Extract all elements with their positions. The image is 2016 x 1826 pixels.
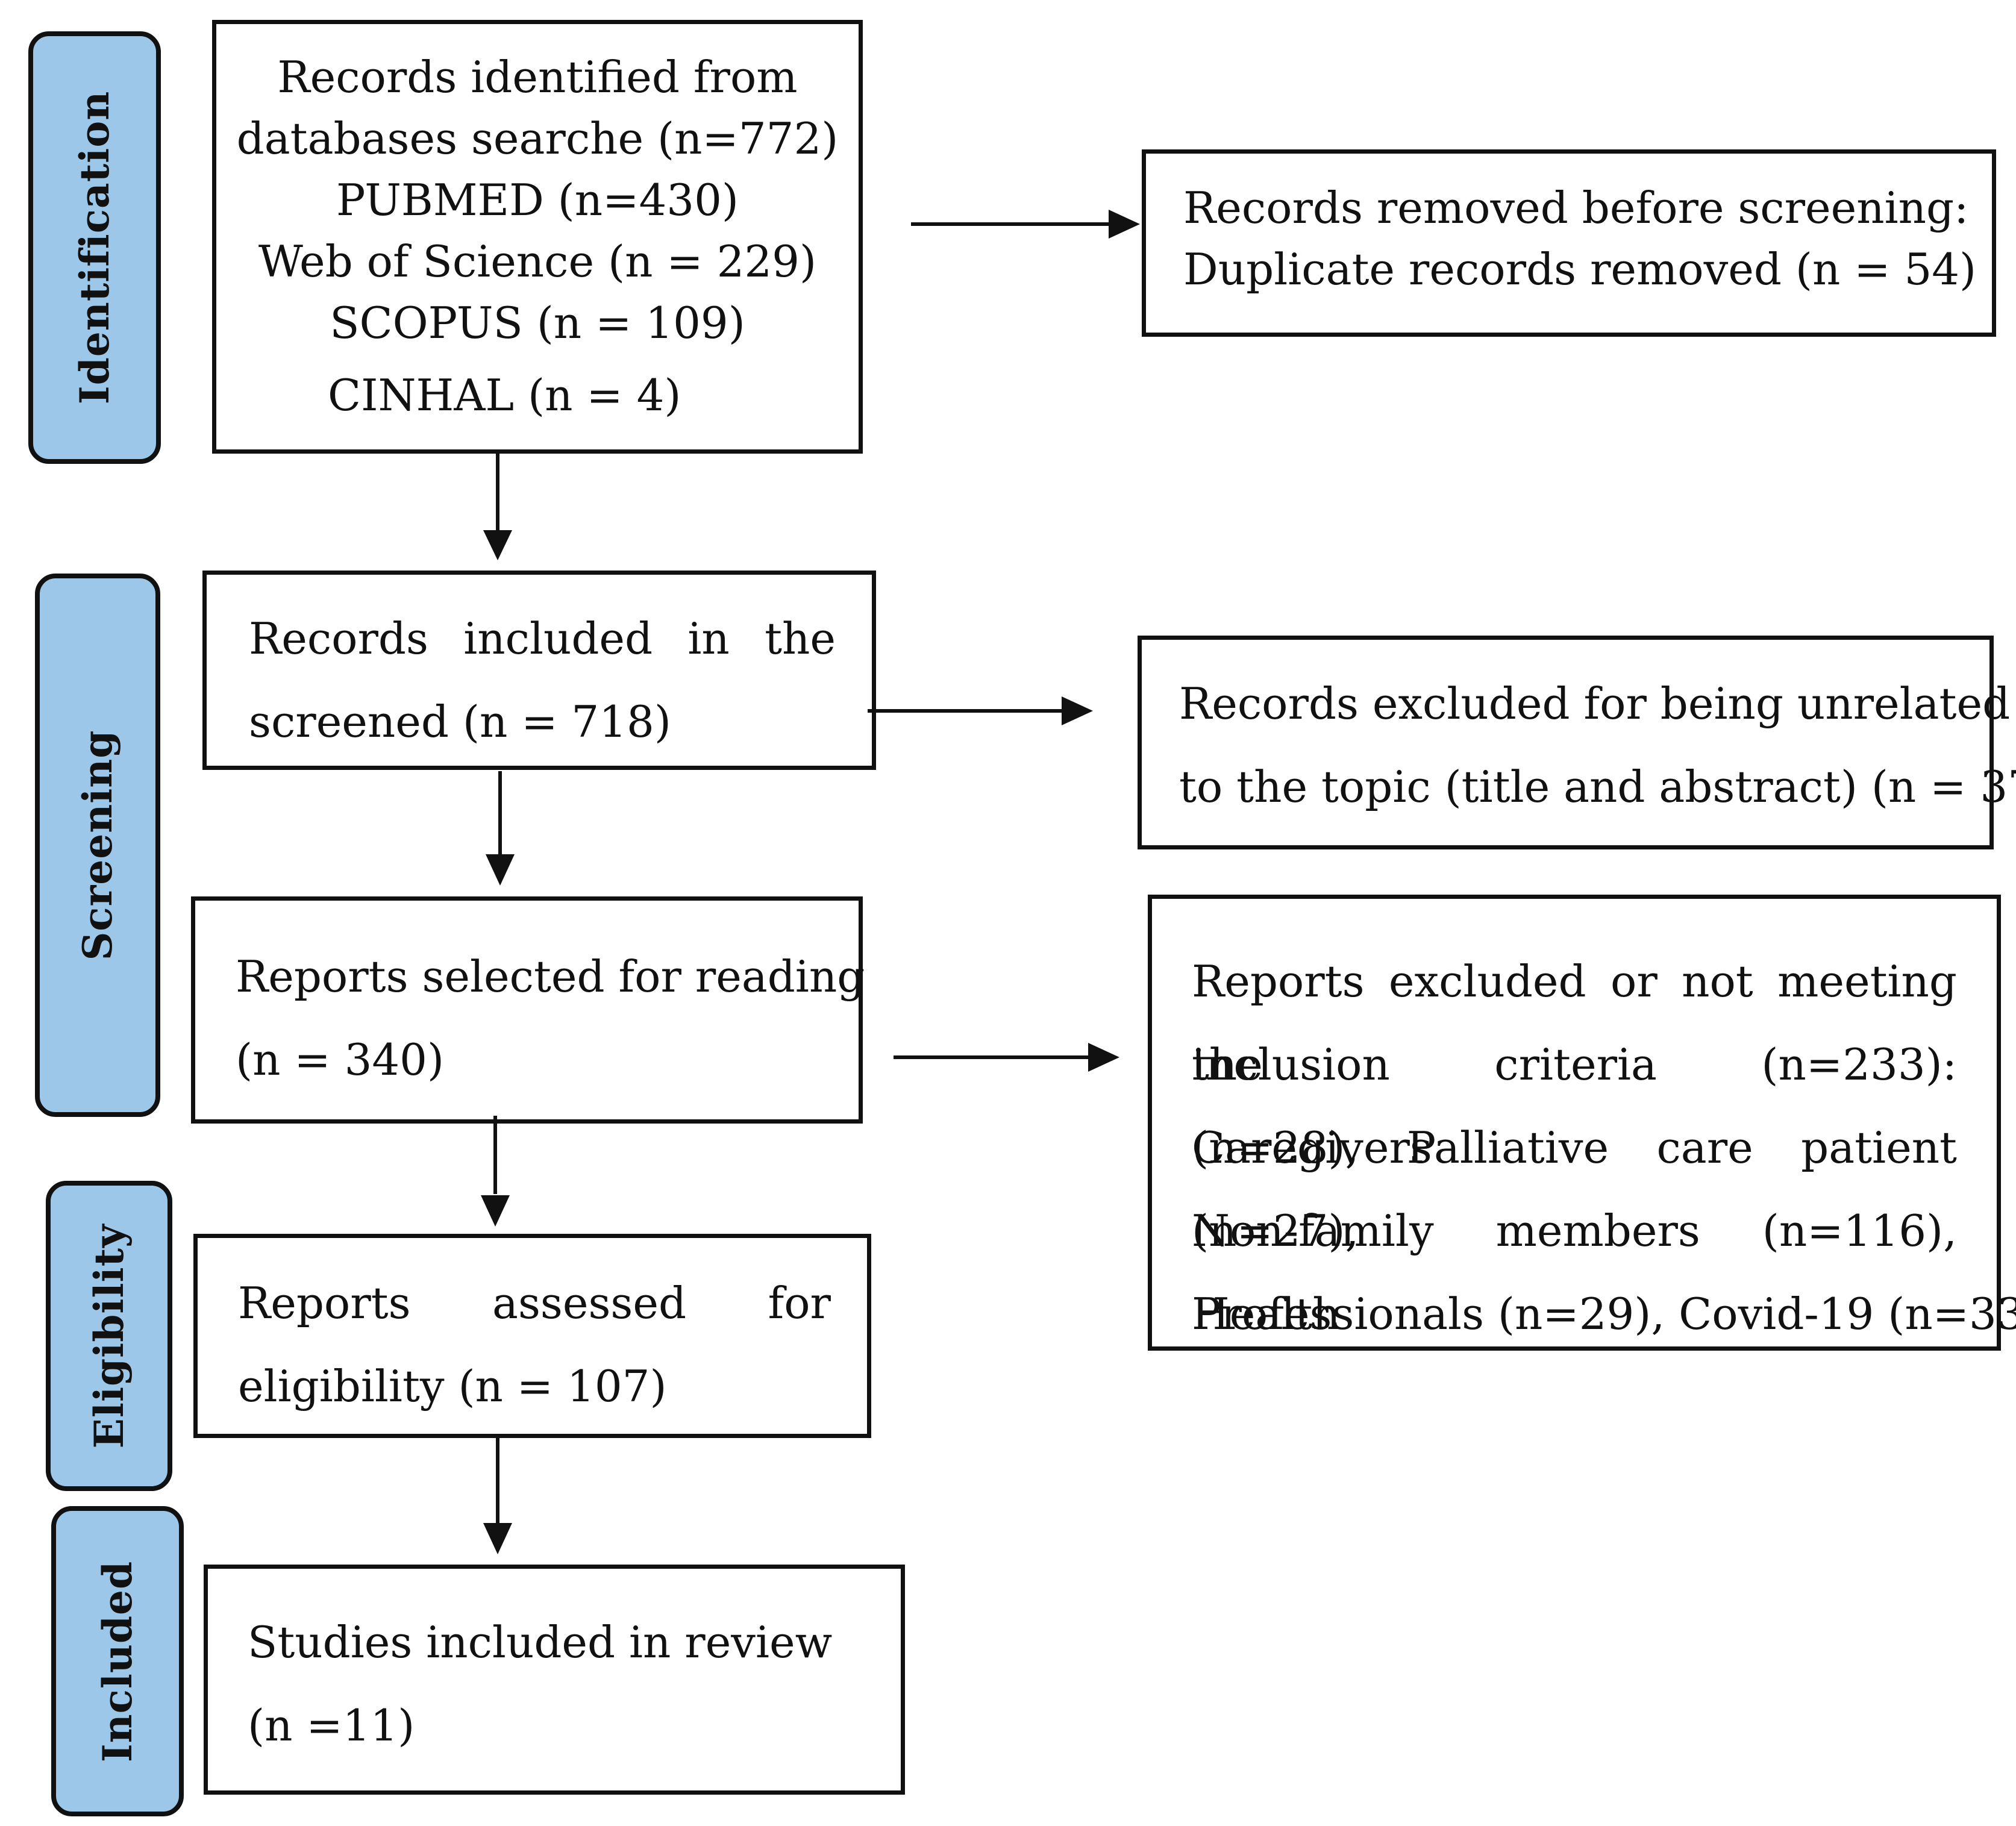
- excluded-criteria-line: (n=28), Palliative care patient (n=27),: [1192, 1122, 1957, 1256]
- removed-line: Records removed before screening:: [1183, 183, 1969, 233]
- excluded-unrelated-line: Records excluded for being unrelated: [1179, 678, 2011, 729]
- records-excluded-unrelated-box: Records excluded for being unrelated to …: [1138, 636, 2016, 849]
- identified-line: Web of Science (n = 229): [258, 236, 817, 287]
- stage-eligibility-tab: Eligibility: [46, 1181, 172, 1491]
- reports-selected-box: Reports selected for reading (n = 340): [191, 896, 865, 1124]
- selected-line: (n = 340): [236, 1034, 445, 1085]
- stage-screening-tab: Screening: [35, 574, 160, 1117]
- removed-line: Duplicate records removed (n = 54): [1183, 244, 1977, 295]
- identified-line: CINHAL (n = 4): [328, 370, 681, 421]
- eligibility-second-line: eligibility (n = 107): [238, 1361, 667, 1412]
- arrowhead-right-icon: [1088, 1043, 1119, 1072]
- screened-word: Records: [249, 613, 428, 664]
- screened-second-line: screened (n = 718): [249, 696, 671, 747]
- screened-word: in: [687, 613, 730, 664]
- screened-word: included: [463, 613, 653, 664]
- identified-line: Records identified from: [277, 52, 798, 102]
- eligibility-word: Reports: [238, 1278, 411, 1328]
- arrowhead-right-icon: [1109, 210, 1140, 239]
- excluded-criteria-line: inclusion criteria (n=233): Caregivers: [1192, 1039, 1957, 1173]
- included-line: (n =11): [248, 1700, 415, 1751]
- records-removed-box: Records removed before screening: Duplic…: [1142, 149, 1996, 337]
- included-line: Studies included in review: [248, 1617, 833, 1668]
- reports-excluded-criteria-box: Reports excluded or not meeting the incl…: [1148, 895, 2016, 1351]
- stage-included-tab: Included: [51, 1506, 184, 1816]
- records-screened-box: Records included in the screened (n = 71…: [202, 571, 876, 770]
- reports-eligibility-box: Reports assessed for eligibility (n = 10…: [193, 1234, 871, 1438]
- excluded-unrelated-line: to the topic (title and abstract) (n = 3…: [1179, 761, 2016, 812]
- studies-included-box: Studies included in review (n =11): [204, 1565, 905, 1795]
- arrowhead-right-icon: [1062, 696, 1093, 725]
- excluded-criteria-line: Non-family members (n=116), Health: [1192, 1205, 1957, 1339]
- arrowhead-down-icon: [486, 854, 515, 886]
- screened-first-line: Records included in the: [249, 617, 836, 660]
- screened-word: the: [765, 613, 836, 664]
- stage-included-label: Included: [94, 1560, 141, 1762]
- records-identified-box: Records identified from databases search…: [212, 20, 863, 454]
- arrowhead-down-icon: [481, 1195, 510, 1227]
- stage-eligibility-label: Eligibility: [86, 1224, 133, 1448]
- stage-identification-label: Identification: [71, 90, 118, 405]
- arrowhead-down-icon: [483, 1523, 512, 1554]
- stage-identification-tab: Identification: [28, 31, 161, 464]
- eligibility-word: assessed: [492, 1278, 687, 1328]
- identified-line: databases searche (n=772): [236, 113, 839, 164]
- stage-screening-label: Screening: [74, 730, 121, 961]
- identified-line: PUBMED (n=430): [336, 175, 739, 225]
- excluded-criteria-text: Reports excluded or not meeting the incl…: [1192, 940, 2016, 1355]
- eligibility-word: for: [768, 1278, 831, 1328]
- excluded-criteria-line: Professionals (n=29), Covid-19 (n=33).: [1192, 1289, 2016, 1339]
- eligibility-first-line: Reports assessed for: [238, 1281, 831, 1325]
- identified-line: SCOPUS (n = 109): [330, 298, 745, 348]
- arrowhead-down-icon: [483, 530, 512, 560]
- excluded-criteria-line: Reports excluded or not meeting the: [1192, 956, 1957, 1090]
- selected-line: Reports selected for reading: [236, 951, 865, 1002]
